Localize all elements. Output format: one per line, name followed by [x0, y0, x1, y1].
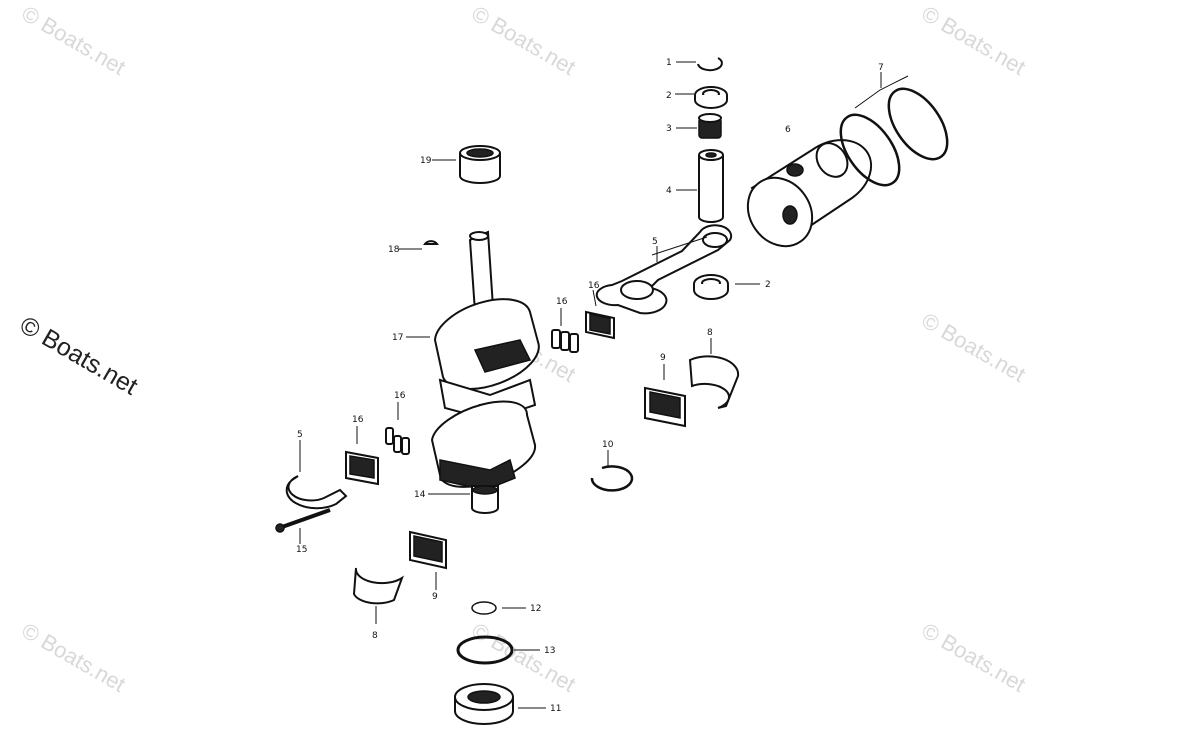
watermark-prominent: © Boats.net [15, 311, 142, 401]
callout-2: 2 [765, 280, 771, 290]
watermark: © Boats.net [918, 1, 1030, 80]
part-connecting-rod: 5 [595, 224, 733, 315]
callout-5: 5 [652, 237, 658, 247]
part-snap-ring: 10 [590, 440, 634, 492]
callout-17: 17 [392, 333, 403, 343]
part-crankshaft: 17 [392, 230, 540, 514]
watermark: © Boats.net [18, 618, 130, 697]
callout-7: 7 [878, 63, 884, 73]
part-piston-pin: 4 [666, 149, 724, 223]
callout-16: 16 [352, 415, 364, 425]
part-retaining-ring: 1 [666, 57, 723, 72]
callout-4: 4 [666, 186, 672, 196]
part-bearing-half-upper: 8 [688, 328, 740, 409]
part-needle-rollers-a: 16 [551, 297, 579, 353]
callout-2: 2 [666, 91, 672, 101]
callout-16: 16 [394, 391, 406, 401]
callout-14: 14 [414, 490, 426, 500]
callout-10: 10 [602, 440, 614, 450]
part-o-ring: 12 [471, 601, 541, 615]
part-upper-bearing: 19 [420, 145, 501, 184]
part-woodruff-key: 18 [388, 240, 439, 255]
part-roller-cage-b: 16 [345, 415, 379, 486]
callout-13: 13 [544, 646, 555, 656]
callout-group-14: 14 [414, 490, 470, 500]
part-rod-cap: 5 [285, 430, 348, 510]
part-thrust-washer-lower: 2 [693, 274, 771, 300]
part-rod-bolt: 15 [275, 508, 331, 555]
watermark: © Boats.net [468, 1, 580, 80]
callout-9: 9 [432, 592, 438, 602]
callout-16: 16 [588, 281, 600, 291]
part-thrust-washer-upper: 2 [666, 86, 728, 109]
callout-5: 5 [297, 430, 303, 440]
part-piston-rings: 7 [839, 63, 949, 187]
watermark: © Boats.net [918, 308, 1030, 387]
callout-16: 16 [556, 297, 568, 307]
callout-8: 8 [707, 328, 713, 338]
callout-9: 9 [660, 353, 666, 363]
part-needle-rollers-b: 16 [385, 391, 410, 455]
part-bearing-half-lower: 8 [352, 567, 404, 641]
callout-19: 19 [420, 156, 432, 166]
watermark: © Boats.net [18, 1, 130, 80]
callout-8: 8 [372, 631, 378, 641]
callout-18: 18 [388, 245, 400, 255]
watermark: © Boats.net [918, 618, 1030, 697]
part-piston: 6 [746, 125, 873, 248]
part-roller-cage-upper: 9 [644, 353, 686, 428]
callout-11: 11 [550, 704, 561, 714]
callout-6: 6 [785, 125, 791, 135]
callout-15: 15 [296, 545, 307, 555]
part-roller-cage-a: 16 [585, 281, 615, 340]
part-needle-bearing-small: 3 [666, 113, 722, 139]
callout-12: 12 [530, 604, 541, 614]
callout-3: 3 [666, 124, 672, 134]
callout-1: 1 [666, 58, 672, 68]
part-seal-ring: 13 [456, 635, 555, 665]
part-roller-cage-lower: 9 [409, 530, 447, 602]
part-ball-bearing: 11 [454, 683, 561, 725]
